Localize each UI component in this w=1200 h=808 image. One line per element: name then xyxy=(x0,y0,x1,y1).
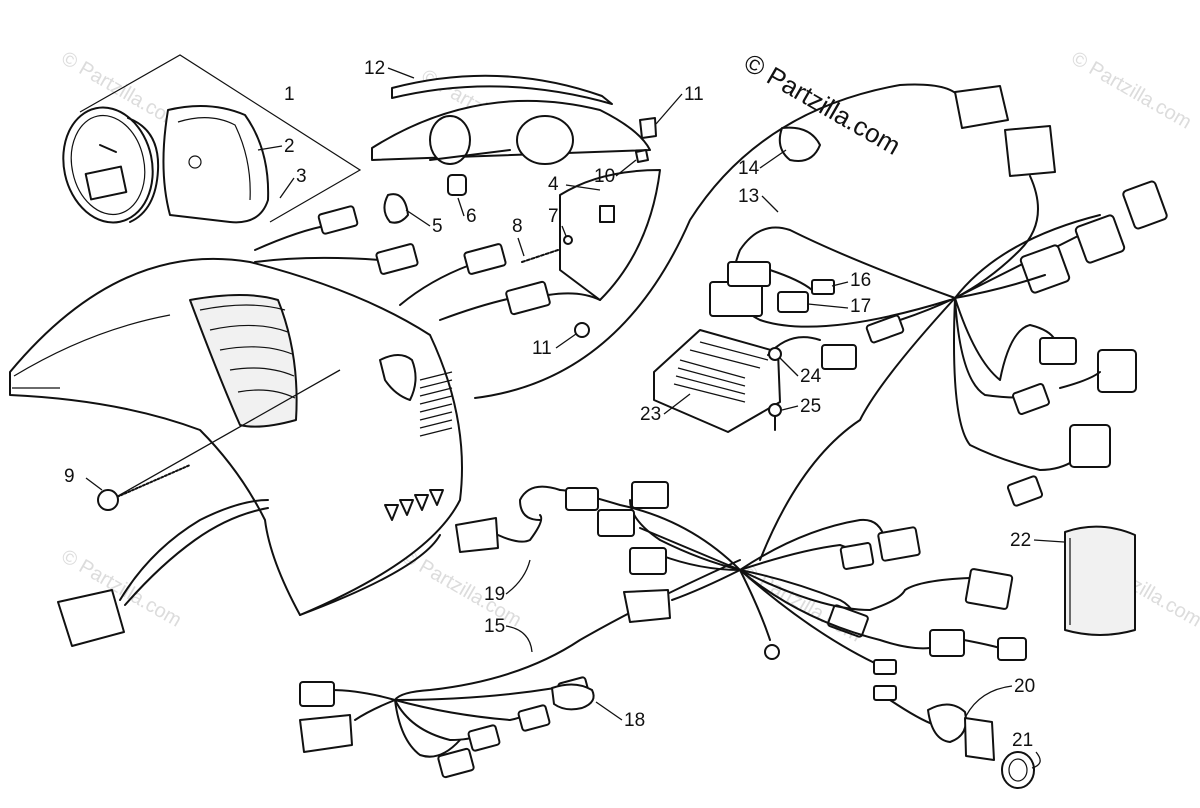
callout-3: 3 xyxy=(296,166,307,187)
part-21-ring[interactable] xyxy=(1001,751,1035,789)
part-7-washer[interactable] xyxy=(563,235,573,245)
callout-13: 13 xyxy=(738,186,759,207)
connector[interactable] xyxy=(629,547,667,575)
callout-17: 17 xyxy=(850,296,871,317)
connector[interactable] xyxy=(467,724,501,752)
connector[interactable] xyxy=(877,526,921,562)
connector[interactable] xyxy=(597,509,635,537)
callout-20: 20 xyxy=(1014,676,1035,697)
callouts: 1 2 3 4 5 6 7 8 9 10 11 11 12 13 14 15 1… xyxy=(64,58,1065,769)
part-speedometer[interactable] xyxy=(53,54,362,231)
watermark: © Partzilla.com xyxy=(1068,47,1196,133)
connector[interactable] xyxy=(1097,349,1137,393)
connector[interactable] xyxy=(1069,424,1111,468)
callout-6: 6 xyxy=(466,206,477,227)
connector[interactable] xyxy=(437,747,475,779)
hood-slots xyxy=(384,489,444,521)
connector[interactable] xyxy=(839,542,875,570)
connector[interactable] xyxy=(997,637,1027,661)
hood-vents xyxy=(419,371,453,437)
part-24-nut[interactable] xyxy=(768,347,782,361)
front-hood xyxy=(9,257,463,616)
copyright-label: © Partzilla.com xyxy=(739,47,906,161)
part-11-clip-top[interactable] xyxy=(639,117,657,139)
part-15-lower-harness[interactable] xyxy=(299,559,741,779)
callout-7: 7 xyxy=(548,206,559,227)
callout-1: 1 xyxy=(284,84,295,105)
part-23-regulator[interactable] xyxy=(653,329,857,433)
connector[interactable] xyxy=(317,205,359,235)
ground-terminal[interactable] xyxy=(764,644,780,660)
harness-upper-left xyxy=(254,205,601,321)
part-lens-strip[interactable] xyxy=(391,74,613,105)
callout-19: 19 xyxy=(484,584,505,605)
connector[interactable] xyxy=(463,243,507,275)
callout-24: 24 xyxy=(800,366,822,387)
connector[interactable] xyxy=(375,243,419,275)
connector[interactable] xyxy=(1039,337,1077,365)
callout-5: 5 xyxy=(432,216,443,237)
connector[interactable] xyxy=(57,589,125,647)
connector[interactable] xyxy=(954,85,1009,129)
callout-11-top: 11 xyxy=(684,84,704,105)
callout-22: 22 xyxy=(1010,530,1031,551)
connector[interactable] xyxy=(623,589,671,623)
connector[interactable] xyxy=(1004,125,1056,177)
connector[interactable] xyxy=(299,681,335,707)
callout-8: 8 xyxy=(512,216,523,237)
connector[interactable] xyxy=(873,685,897,701)
connector[interactable] xyxy=(929,629,965,657)
harness-central-junction xyxy=(519,481,1027,726)
connector[interactable] xyxy=(299,714,353,753)
harness-lower-left xyxy=(57,499,269,647)
connector[interactable] xyxy=(865,314,905,344)
callout-9: 9 xyxy=(64,466,75,487)
part-gauge-housing[interactable] xyxy=(162,105,270,224)
part-16-relay[interactable] xyxy=(709,261,813,317)
connector[interactable] xyxy=(873,659,897,675)
part-20-switch[interactable] xyxy=(927,703,995,761)
callout-23: 23 xyxy=(640,404,661,425)
part-13-main-harness[interactable] xyxy=(474,83,1168,561)
callout-21: 21 xyxy=(1012,730,1033,751)
callout-12: 12 xyxy=(364,58,385,79)
callout-10: 10 xyxy=(594,166,615,187)
callout-16: 16 xyxy=(850,270,871,291)
connector[interactable] xyxy=(1074,214,1126,264)
part-5-bulb-socket[interactable] xyxy=(383,193,409,224)
part-10-clip[interactable] xyxy=(635,149,649,163)
leader-box xyxy=(79,54,362,223)
callout-11-bottom: 11 xyxy=(532,338,552,359)
callout-14: 14 xyxy=(738,158,760,179)
connector[interactable] xyxy=(964,568,1014,610)
part-headlight-assembly[interactable] xyxy=(371,99,661,301)
connector[interactable] xyxy=(1012,383,1050,415)
part-9-bolt[interactable] xyxy=(97,369,341,511)
part-11-clip-bottom[interactable] xyxy=(574,322,590,338)
connector[interactable] xyxy=(1122,180,1168,230)
connector[interactable] xyxy=(565,487,599,511)
part-8-spring[interactable] xyxy=(521,249,559,263)
callout-2: 2 xyxy=(284,136,295,157)
part-19-connector[interactable] xyxy=(455,514,543,553)
connector[interactable] xyxy=(631,481,669,509)
connector[interactable] xyxy=(1019,244,1071,294)
callout-25: 25 xyxy=(800,396,821,417)
regulator-fins xyxy=(673,341,769,403)
connector[interactable] xyxy=(517,704,551,732)
part-25-screw[interactable] xyxy=(768,403,782,431)
callout-4: 4 xyxy=(548,174,559,195)
part-6-bulb[interactable] xyxy=(447,174,467,196)
connector[interactable] xyxy=(1006,475,1044,507)
part-22-sleeve[interactable] xyxy=(1064,525,1136,636)
callout-15: 15 xyxy=(484,616,505,637)
callout-18: 18 xyxy=(624,710,645,731)
connector[interactable] xyxy=(827,604,869,638)
connector[interactable] xyxy=(505,280,551,316)
part-17-fuse[interactable] xyxy=(777,279,835,313)
part-14-clamp[interactable] xyxy=(778,126,821,162)
part-18-bulb-socket[interactable] xyxy=(551,683,595,711)
